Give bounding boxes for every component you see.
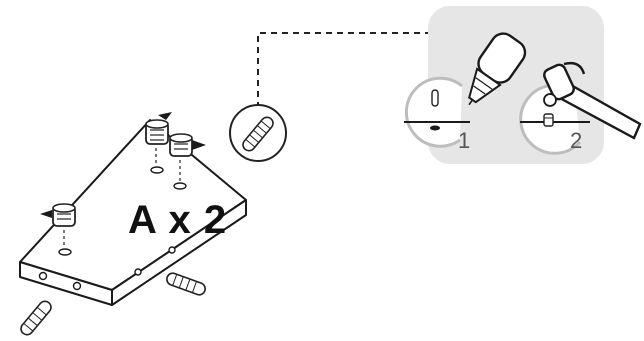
- quantity-label: A x 2: [128, 198, 228, 242]
- wooden-board: [19, 119, 247, 306]
- edge-hole: [168, 246, 176, 254]
- cam-lock-fitting-icon: [145, 112, 172, 166]
- wooden-dowel-icon: [166, 272, 206, 296]
- edge-hole: [134, 268, 142, 276]
- step-1-detail: [404, 76, 470, 148]
- cam-lock-fitting-icon: [169, 133, 206, 182]
- edge-hole: [72, 281, 82, 291]
- wooden-dowel-icon: [242, 116, 274, 152]
- top-hole: [58, 248, 72, 256]
- leader-line: [257, 32, 428, 108]
- cam-lock-fitting-icon: [40, 203, 76, 248]
- board-side-face: [111, 199, 247, 306]
- step-number-1: 1: [458, 128, 471, 153]
- hammer-icon: [543, 61, 642, 140]
- top-hole: [173, 182, 187, 190]
- edge-hole: [38, 271, 48, 281]
- wooden-dowel-icon: [20, 300, 52, 336]
- dowel-callout: [229, 104, 287, 162]
- step-number-2: 2: [570, 128, 583, 153]
- top-hole: [150, 166, 164, 174]
- glue-bottle-icon: [468, 32, 527, 106]
- step-2-detail: [519, 83, 590, 155]
